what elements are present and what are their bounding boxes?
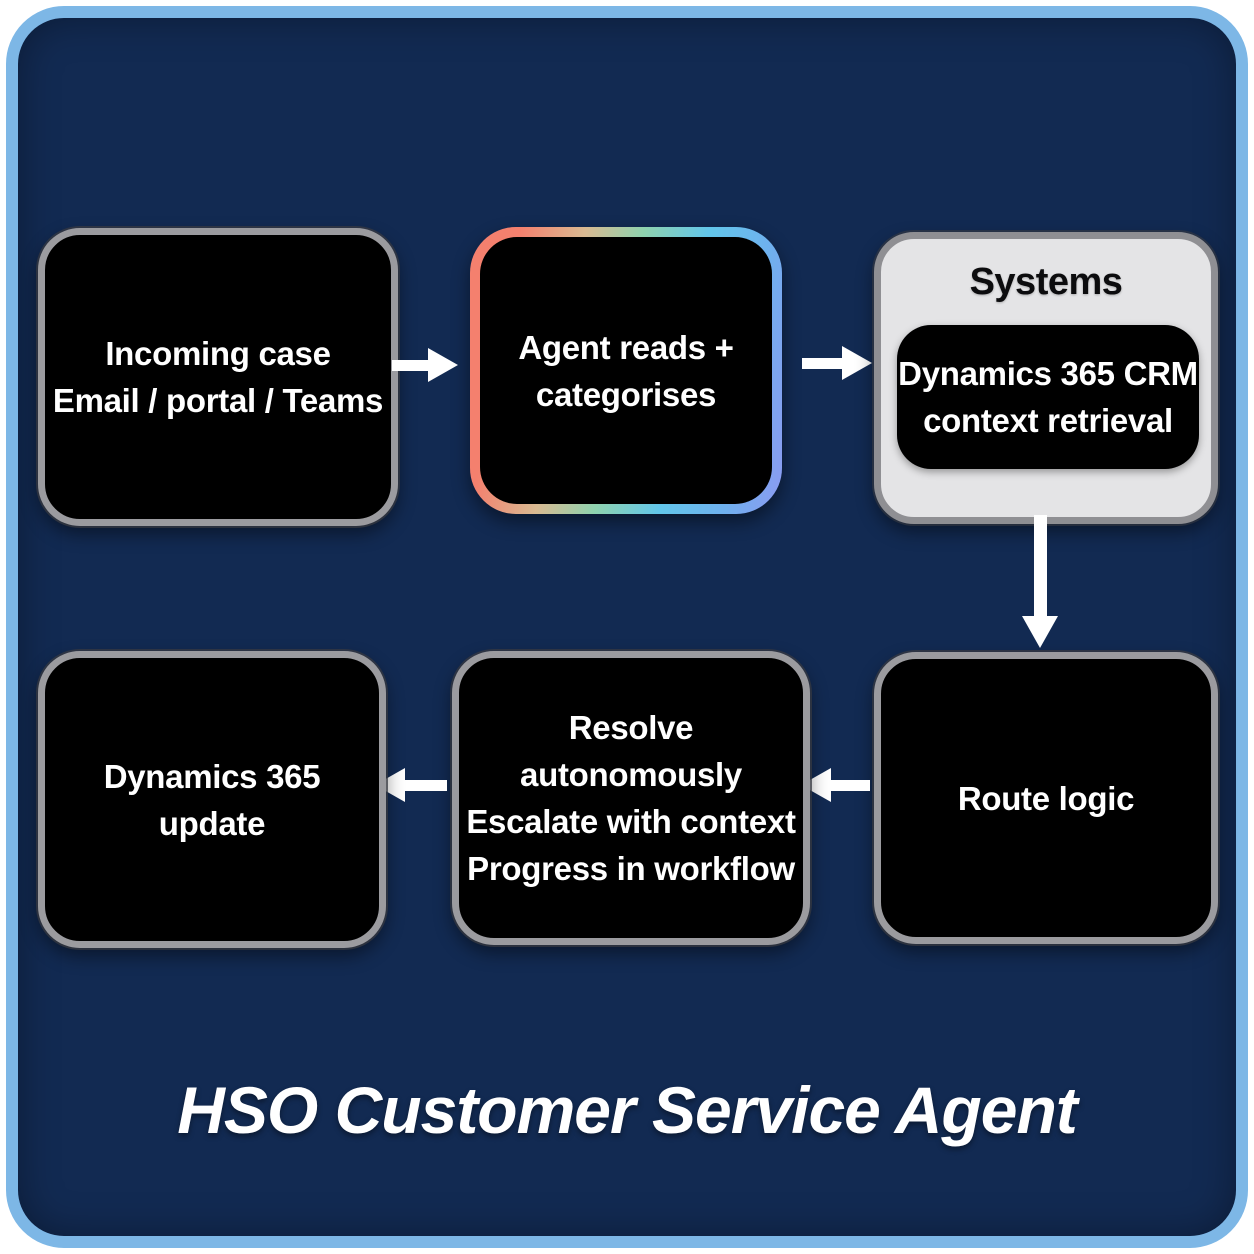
text-line: Resolve autonomously — [520, 709, 742, 793]
text-line: context retrieval — [923, 402, 1173, 439]
node-agent-inner: Agent reads + categorises — [480, 237, 772, 504]
node-incoming-case-label: Incoming case Email / portal / Teams — [52, 330, 384, 424]
text-line: Email / portal / Teams — [52, 382, 384, 419]
arrow-shaft — [1033, 515, 1047, 616]
arrow-agent-to-systems — [802, 346, 872, 380]
text-line: update — [158, 804, 266, 842]
text-line: Progress in workflow — [467, 850, 795, 887]
arrow-head-right-icon — [842, 346, 872, 380]
node-dynamics-365-update: Dynamics 365 update — [38, 651, 386, 948]
node-dynamics-365-crm-context-retrieval: Dynamics 365 CRM context retrieval — [897, 325, 1199, 469]
text-line: Agent reads + — [518, 328, 734, 366]
arrow-head-right-icon — [428, 348, 458, 382]
node-agent-reads-categorises: Agent reads + categorises — [470, 227, 782, 514]
systems-title: Systems — [969, 261, 1123, 303]
node-agent-label: Agent reads + categorises — [518, 324, 734, 418]
arrow-shaft — [831, 779, 870, 791]
node-route-logic-label: Route logic — [957, 775, 1135, 822]
node-dynamics-crm-label: Dynamics 365 CRM context retrieval — [898, 350, 1198, 444]
node-resolve-label: Resolve autonomously Escalate with conte… — [459, 704, 803, 892]
text-line: Escalate with context — [466, 803, 796, 840]
node-update-label: Dynamics 365 update — [104, 753, 321, 847]
page-title: HSO Customer Service Agent — [177, 1073, 1077, 1147]
arrow-systems-to-route — [1022, 515, 1058, 648]
node-route-logic: Route logic — [874, 652, 1218, 944]
diagram-frame — [6, 6, 1248, 1248]
node-resolve-escalate-progress: Resolve autonomously Escalate with conte… — [452, 651, 810, 945]
text-line: Incoming case — [105, 335, 331, 372]
text-line: Route logic — [957, 779, 1135, 817]
arrow-shaft — [405, 779, 447, 791]
arrow-route-to-resolve — [801, 768, 870, 802]
arrow-shaft — [802, 357, 842, 369]
text-line: Dynamics 365 CRM — [898, 355, 1198, 392]
node-systems: Systems Dynamics 365 CRM context retriev… — [874, 232, 1218, 524]
arrow-shaft — [392, 359, 428, 371]
node-incoming-case: Incoming case Email / portal / Teams — [38, 228, 398, 526]
text-line: Dynamics 365 — [103, 757, 321, 795]
arrow-head-down-icon — [1022, 616, 1058, 648]
arrow-incoming-to-agent — [392, 348, 458, 382]
text-line: categorises — [535, 375, 717, 413]
